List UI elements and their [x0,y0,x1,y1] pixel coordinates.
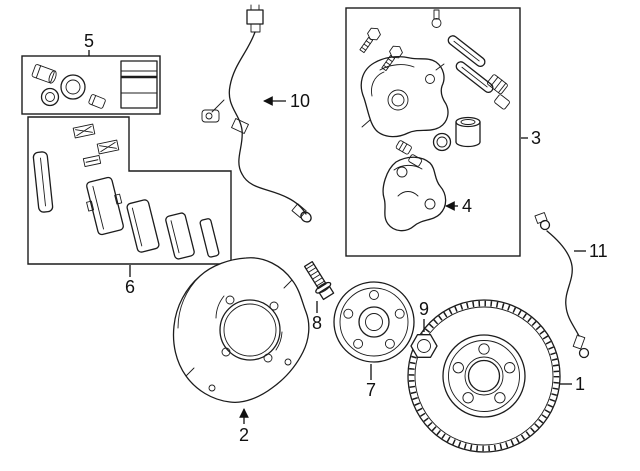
hub-stud-hole [384,338,395,349]
caliper-assembly-drawing [345,7,521,257]
hose-end-fitting-icon [572,334,590,359]
hub-center [358,306,390,338]
pad-retainer-icon [82,154,102,168]
piston-icon [455,116,481,148]
harness-grommet-icon [231,118,249,134]
pad-clip-icon [72,123,96,139]
callout-8[interactable]: 8 [312,301,322,333]
callout-label-8[interactable]: 8 [312,313,322,333]
sensor-head-icon [291,203,312,223]
rotor-lug-hole [478,343,490,355]
callout-9[interactable]: 9 [419,299,429,332]
brake-pad-icon [165,212,195,260]
rotor-lug-hole [452,362,464,374]
shield-slot [215,295,225,319]
callout-label-7[interactable]: 7 [366,380,376,400]
nut-hex [410,334,438,358]
shield-flange-line [177,275,201,329]
hub-assembly-drawing [333,281,415,363]
piston-seal-ring-icon [60,74,86,100]
guide-pin-icon [455,61,494,94]
banjo-bolt-icon [359,27,381,54]
shield-center-opening [219,299,281,361]
brake-rotor-drawing [407,299,561,453]
hose-top-fitting-icon [534,212,551,231]
brake-pad-icon [126,199,160,253]
callout-label-2[interactable]: 2 [239,425,249,445]
caliper-piston-icon [31,64,57,84]
hub-stud-hole [343,308,354,319]
callout-3[interactable]: 3 [521,128,541,148]
pad-backing-plate-icon [32,151,54,213]
callout-10[interactable]: 10 [263,91,310,111]
hub-stud-hole [353,338,364,349]
sensor-harness-wire [228,31,307,215]
callout-4[interactable]: 4 [445,196,472,216]
guide-boot-icon [395,140,412,155]
shield-bolt-hole [269,301,279,311]
callout-label-10[interactable]: 10 [290,91,310,111]
callout-label-1[interactable]: 1 [575,374,585,394]
shield-bolt-hole [225,295,235,305]
rotor-hat-edge [442,334,526,418]
callout-label-9[interactable]: 9 [419,299,429,319]
seal-kit-box-outline [21,55,161,115]
shield-outline [172,257,310,403]
bushing-icon [88,94,106,109]
hub-stud-hole [394,308,405,319]
shield-bolt-hole [263,353,273,363]
shim-pack-icon [120,60,158,109]
callout-label-5[interactable]: 5 [84,31,94,51]
shield-slot [275,331,283,351]
callout-label-4[interactable]: 4 [462,196,472,216]
callout-2[interactable]: 2 [239,408,249,445]
guide-pin-icon [447,35,486,68]
callout-5[interactable]: 5 [84,31,94,56]
callout-11[interactable]: 11 [574,241,608,261]
callout-label-6[interactable]: 6 [125,277,135,297]
hub-stud-hole [369,290,379,300]
hose-line [546,230,580,337]
rotor-lug-hole [494,392,506,404]
rotor-lug-hole [504,362,516,374]
piston-boot-ring-icon [432,132,452,152]
abs-sensor-drawing [201,4,312,223]
pad-clip-icon [96,139,120,155]
nut-bore [417,339,431,353]
hub-flange-edge [333,281,415,363]
pin-bushing-icon [494,94,510,110]
caliper-box-outline [345,7,521,257]
shield-bolt-hole [221,347,231,357]
splash-shield-drawing [172,257,310,403]
pad-kit-box-outline [27,116,232,265]
brake-pad-icon [86,176,124,236]
pin-boot-icon [486,74,508,95]
sensor-connector-icon [246,4,264,33]
brake-hose-drawing [534,212,590,359]
bleeder-screw-icon [431,9,442,28]
caliper-bracket-drawing [382,156,447,232]
axle-nut-drawing [410,334,438,358]
callout-1[interactable]: 1 [560,374,585,394]
rotor-center-bore [467,359,501,393]
pad-shim-icon [199,218,220,258]
callout-label-11[interactable]: 11 [589,241,608,261]
rotor-vent-ticks [408,300,560,452]
dust-boot-ring-icon [40,87,60,107]
brake-pad-set-drawing [27,116,232,265]
caliper-seal-kit-drawing [21,55,161,115]
callout-7[interactable]: 7 [366,364,376,400]
sensor-mount-bracket-icon [201,109,220,123]
callout-6[interactable]: 6 [125,265,135,297]
callout-label-3[interactable]: 3 [531,128,541,148]
caliper-body-icon [360,56,449,138]
rotor-lug-hole [462,392,474,404]
wheel-stud-drawing [303,261,335,301]
